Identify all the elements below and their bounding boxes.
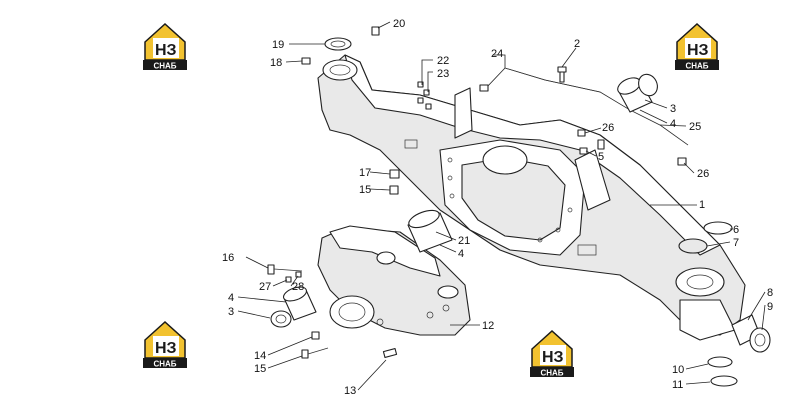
callout-3: 3 bbox=[670, 103, 676, 115]
pin-18 bbox=[301, 57, 311, 65]
logo-caption: СНАБ bbox=[153, 360, 176, 369]
callout-28: 28 bbox=[292, 281, 304, 293]
logo-top-right: НЗ СНАБ bbox=[675, 22, 719, 71]
logo-bottom-center: НЗ СНАБ bbox=[530, 329, 574, 378]
callout-17: 17 bbox=[359, 167, 371, 179]
logo-mark: НЗ bbox=[687, 42, 709, 59]
callout-4: 4 bbox=[670, 118, 676, 130]
pin-13 bbox=[382, 347, 398, 359]
seal-3-lower bbox=[270, 310, 292, 328]
callout-4b: 4 bbox=[458, 248, 464, 260]
callout-13: 13 bbox=[344, 385, 356, 397]
callout-21: 21 bbox=[458, 235, 470, 247]
pin-27 bbox=[285, 276, 292, 283]
bushing-top-right bbox=[617, 73, 658, 113]
bolt-14-15 bbox=[301, 331, 329, 359]
logo-mark: НЗ bbox=[155, 42, 177, 59]
bushing-8-9 bbox=[731, 314, 771, 353]
fittings bbox=[577, 129, 687, 166]
callout-20: 20 bbox=[393, 18, 405, 30]
logo-caption: СНАБ bbox=[685, 62, 708, 71]
callout-5: 5 bbox=[598, 151, 604, 163]
studs-22-23 bbox=[417, 81, 432, 110]
callout-25: 25 bbox=[689, 121, 701, 133]
callout-15b: 15 bbox=[254, 363, 266, 375]
bolt-16 bbox=[267, 264, 303, 275]
washer-11 bbox=[710, 375, 738, 387]
callout-2: 2 bbox=[574, 38, 580, 50]
callout-12: 12 bbox=[482, 320, 494, 332]
callout-10: 10 bbox=[672, 364, 684, 376]
logo-mark: НЗ bbox=[155, 340, 177, 357]
logo-top-left: НЗ СНАБ bbox=[143, 22, 187, 71]
callout-1: 1 bbox=[699, 199, 705, 211]
callout-26b: 26 bbox=[697, 168, 709, 180]
logo-caption: СНАБ bbox=[540, 369, 563, 378]
axle-housing bbox=[317, 54, 746, 341]
plug-17 bbox=[389, 169, 400, 195]
callout-3b: 3 bbox=[228, 306, 234, 318]
washer-6 bbox=[703, 221, 733, 235]
seal-19 bbox=[324, 37, 352, 51]
callout-27: 27 bbox=[259, 281, 271, 293]
callout-16: 16 bbox=[222, 252, 234, 264]
callout-7: 7 bbox=[733, 237, 739, 249]
callout-11: 11 bbox=[672, 379, 683, 391]
callout-15: 15 bbox=[359, 184, 371, 196]
callout-labels: 20 19 18 22 23 24 2 3 4 25 26 5 26 17 15… bbox=[222, 18, 773, 397]
logo-caption: СНАБ bbox=[153, 62, 176, 71]
plug-20 bbox=[371, 26, 380, 36]
callout-24: 24 bbox=[491, 48, 503, 60]
washer-7 bbox=[678, 238, 708, 254]
pin-28 bbox=[295, 271, 302, 278]
callout-18: 18 bbox=[270, 57, 282, 69]
callout-9: 9 bbox=[767, 301, 773, 313]
callout-19: 19 bbox=[272, 39, 284, 51]
callout-8: 8 bbox=[767, 287, 773, 299]
logo-mark: НЗ bbox=[542, 349, 564, 366]
callout-6: 6 bbox=[733, 224, 739, 236]
callout-26: 26 bbox=[602, 122, 614, 134]
callout-23: 23 bbox=[437, 68, 449, 80]
bolt-2 bbox=[557, 66, 567, 83]
bushing-4-lower bbox=[282, 286, 317, 321]
bracket-12 bbox=[317, 225, 471, 336]
leader-lines bbox=[237, 21, 766, 391]
logo-bottom-left: НЗ СНАБ bbox=[143, 320, 187, 369]
washer-10 bbox=[707, 356, 733, 368]
callout-4c: 4 bbox=[228, 292, 234, 304]
bushing-21 bbox=[407, 209, 453, 253]
callout-22: 22 bbox=[437, 55, 449, 67]
callout-14: 14 bbox=[254, 350, 266, 362]
